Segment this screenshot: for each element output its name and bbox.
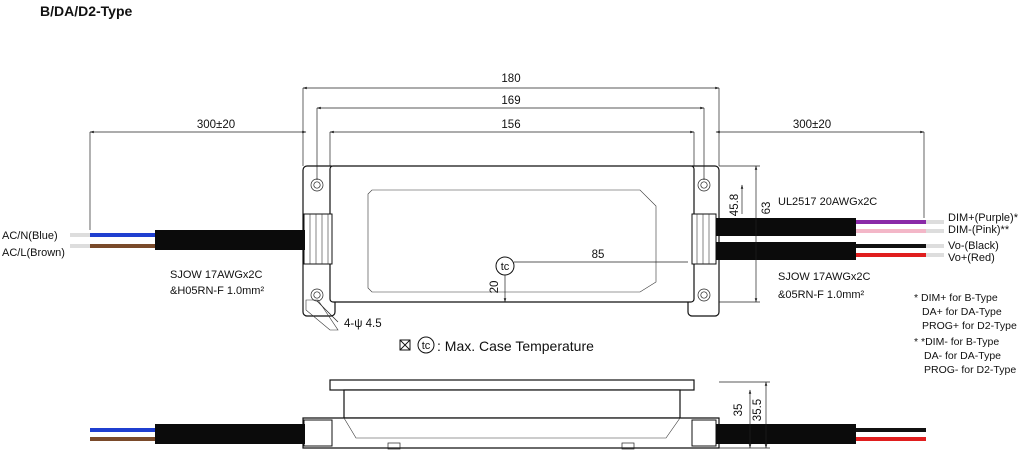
note-line: PROG+ for D2-Type [922,320,1017,332]
label-vo-plus: Vo+(Red) [948,252,995,264]
side-input-cable [155,424,305,444]
dim-overall: 180 [501,73,520,85]
input-cable [155,230,305,250]
wire-vo-minus [856,244,926,248]
case-body [329,165,695,303]
note-line: DA+ for DA-Type [922,306,1002,318]
label-ac-n: AC/N(Blue) [2,230,58,242]
side-top [329,379,695,391]
dim-height-body: 35 [733,404,745,417]
dim-width-mount: 45.8 [729,194,741,216]
left-foot [305,299,339,331]
right-cable-gland [691,213,717,265]
wire-ac-l [90,244,155,248]
label-dim-plus: DIM+(Purple)* [948,212,1019,224]
dim-body: 156 [501,119,520,131]
side-output-cable [716,424,856,444]
note-line: DA- for DA-Type [924,350,1001,362]
drawing-title: B/DA/D2-Type [40,3,133,19]
side-view [90,379,926,450]
dim-height-total: 35.5 [752,399,764,421]
hole-leader [316,300,339,323]
note-line: PROG- for D2-Type [924,364,1016,376]
dim-tc-y: 20 [489,281,501,294]
dim-width-outer: 63 [761,202,773,215]
output-cable-spec-2: &05RN-F 1.0mm² [778,289,865,301]
left-cable-gland [303,213,333,265]
dim-cable-spec: UL2517 20AWGx2C [778,196,877,208]
side-base [302,417,720,449]
dim-hole: 4-ψ 4.5 [344,318,382,330]
wire-dim-plus [856,220,926,224]
tc-marker-label: tc [501,261,510,273]
input-cable-spec-2: &H05RN-F 1.0mm² [170,285,264,297]
side-slot-right [621,442,635,450]
note-line: * DIM+ for B-Type [914,292,998,304]
label-ac-l: AC/L(Brown) [2,247,65,259]
dim-lead-left: 300±20 [197,119,235,131]
side-slot-left [387,442,401,450]
wire-tips [70,220,944,257]
note-line: * *DIM- for B-Type [914,336,999,348]
tc-legend-text: : Max. Case Temperature [437,338,594,354]
dimension-lines [89,86,925,323]
side-base-inner [343,417,681,439]
dim-tc-x: 85 [592,249,605,261]
case-panel [367,189,657,293]
label-vo-minus: Vo-(Black) [948,240,999,252]
top-view: tc [70,165,944,331]
tc-legend-symbol: tc [422,340,431,352]
mounting-holes [310,178,711,302]
output-cable [716,242,856,260]
dim-mount: 169 [501,95,520,107]
wire-ac-n [90,233,155,237]
dim-cable [716,218,856,236]
tc-legend: tc : Max. Case Temperature [399,336,594,354]
dim-lead-right: 300±20 [793,119,831,131]
wire-vo-plus [856,253,926,257]
side-body [343,389,681,419]
type-notes: * DIM+ for B-Type DA+ for DA-Type PROG+ … [914,292,1017,376]
wire-dim-minus [856,229,926,233]
input-cable-spec: SJOW 17AWGx2C [170,269,263,281]
output-cable-spec: SJOW 17AWGx2C [778,271,871,283]
label-dim-minus: DIM-(Pink)** [948,224,1010,236]
tc-circle-icon [417,336,435,354]
